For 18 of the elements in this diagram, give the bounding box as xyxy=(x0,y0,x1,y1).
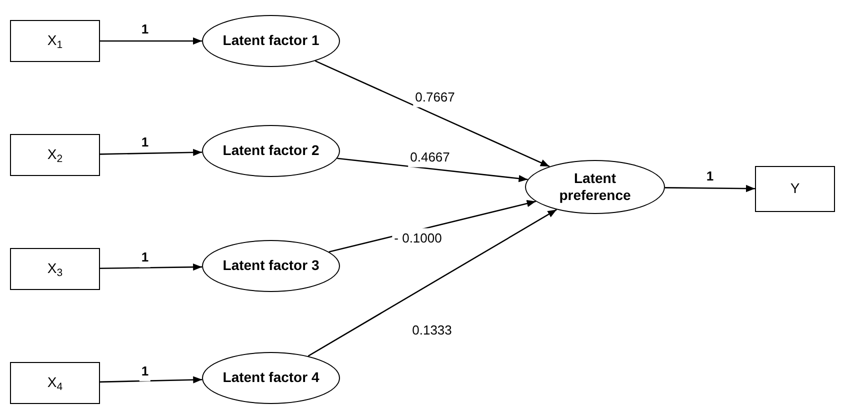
arrow xyxy=(100,37,202,45)
arrow xyxy=(100,263,202,271)
latent-ellipse: Latent factor 2 xyxy=(202,125,340,177)
arrow xyxy=(315,60,550,168)
latent-ellipse: Latent preference xyxy=(525,160,665,214)
variable-box: X$_{3}$ xyxy=(10,248,100,290)
variable-box: X$_{2}$ xyxy=(10,134,100,176)
variable-box: X$_{1}$ xyxy=(10,20,100,62)
latent-ellipse: Latent factor 3 xyxy=(202,240,340,292)
arrow xyxy=(100,376,202,384)
variable-box: Y xyxy=(755,166,835,212)
arrow xyxy=(337,158,528,182)
arrow xyxy=(100,148,202,156)
latent-ellipse: Latent factor 4 xyxy=(202,352,340,404)
latent-ellipse: Latent factor 1 xyxy=(202,15,340,67)
variable-box: X$_{4}$ xyxy=(10,362,100,404)
arrow xyxy=(308,209,557,357)
arrow xyxy=(664,184,755,192)
